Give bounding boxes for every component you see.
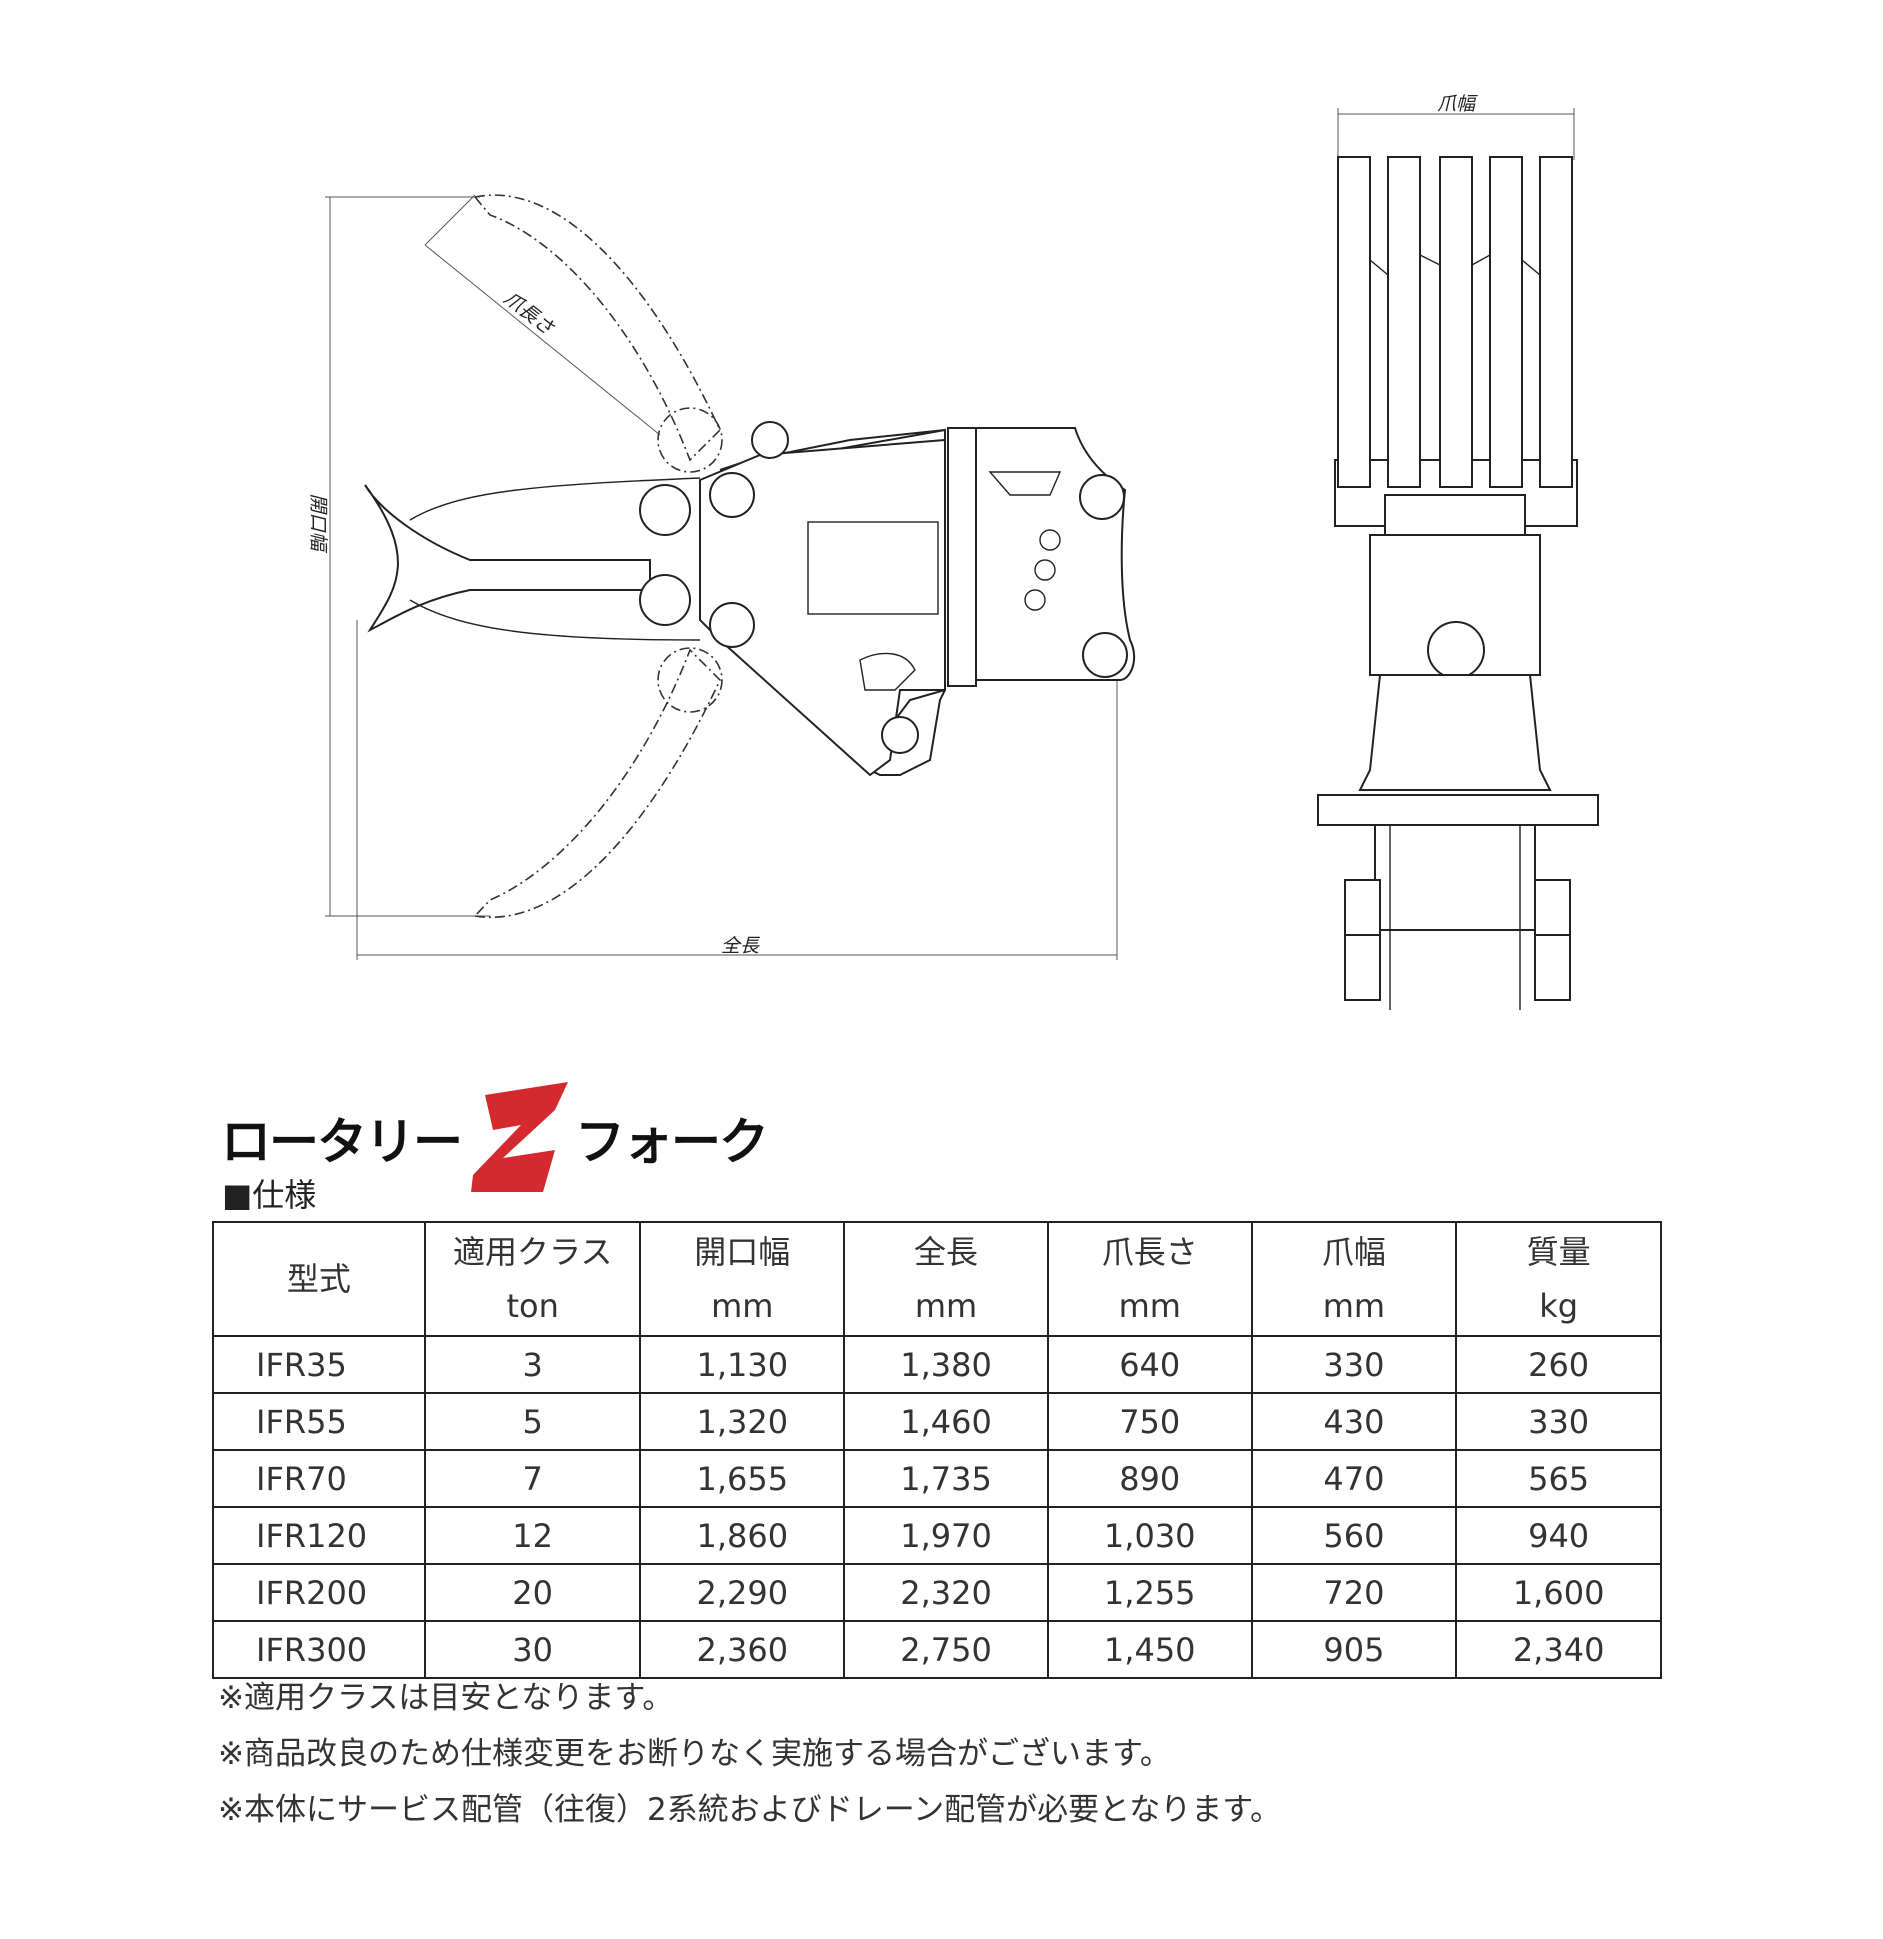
value-cell: 20 — [423, 1563, 642, 1622]
value-cell: 260 — [1455, 1335, 1662, 1394]
front-view — [1317, 156, 1599, 1010]
side-view — [364, 194, 1136, 919]
note: ※本体にサービス配管（往復）2系統およびドレーン配管が必要となります。 — [218, 1792, 1282, 1828]
model-cell: IFR70 — [212, 1449, 426, 1508]
value-cell: 330 — [1455, 1392, 1662, 1451]
model-cell: IFR200 — [212, 1563, 426, 1622]
value-cell: 470 — [1250, 1449, 1458, 1508]
notes: ※適用クラスは目安となります。 ※商品改良のため仕様変更をお断りなく実施する場合… — [218, 1678, 1281, 1846]
value-cell: 560 — [1250, 1506, 1458, 1565]
value-cell: 640 — [1046, 1335, 1253, 1394]
technical-drawing: 開口幅 全長 爪長さ 爪幅 — [307, 93, 1599, 1010]
value-cell: 3 — [423, 1335, 642, 1394]
model-cell: IFR35 — [212, 1335, 426, 1394]
value-cell: 430 — [1250, 1392, 1458, 1451]
dimension-tine-length: 爪長さ — [424, 194, 661, 436]
value-cell: 2,320 — [843, 1563, 1049, 1622]
value-cell: 1,130 — [639, 1335, 846, 1394]
value-cell: 2,750 — [843, 1620, 1049, 1679]
value-cell: 2,340 — [1455, 1620, 1662, 1679]
model-cell: IFR55 — [212, 1392, 426, 1451]
value-cell: 1,320 — [639, 1392, 846, 1451]
dimension-label: 爪長さ — [499, 287, 558, 340]
value-cell: 5 — [423, 1392, 642, 1451]
dimension-overall-length: 全長 — [356, 620, 1118, 960]
dimension-label: 開口幅 — [307, 493, 329, 553]
value-cell: 1,460 — [843, 1392, 1049, 1451]
value-cell: 1,735 — [843, 1449, 1049, 1508]
value-cell: 1,450 — [1046, 1620, 1253, 1679]
value-cell: 750 — [1046, 1392, 1253, 1451]
header-model: 型式 — [212, 1221, 426, 1337]
spec-heading: ■仕様 — [222, 1176, 317, 1214]
note: ※商品改良のため仕様変更をお断りなく実施する場合がございます。 — [218, 1736, 1171, 1772]
value-cell: 1,655 — [639, 1449, 846, 1508]
value-cell: 1,860 — [639, 1506, 846, 1565]
value-cell: 1,380 — [843, 1335, 1049, 1394]
value-cell: 12 — [423, 1506, 642, 1565]
product-title: ロータリー フォーク — [221, 1080, 769, 1195]
value-cell: 1,970 — [843, 1506, 1049, 1565]
dimension-tine-width: 爪幅 — [1337, 93, 1575, 160]
value-cell: 2,290 — [639, 1563, 846, 1622]
product-name-prefix: ロータリー — [221, 1112, 463, 1171]
value-cell: 905 — [1250, 1620, 1458, 1679]
dimension-label: 爪幅 — [1437, 93, 1478, 115]
value-cell: 940 — [1455, 1506, 1662, 1565]
value-cell: 2,360 — [639, 1620, 846, 1679]
value-cell: 7 — [423, 1449, 642, 1508]
value-cell: 1,255 — [1046, 1563, 1253, 1622]
value-cell: 720 — [1250, 1563, 1458, 1622]
dimension-label: 全長 — [721, 935, 760, 957]
value-cell: 30 — [423, 1620, 642, 1679]
value-cell: 890 — [1046, 1449, 1253, 1508]
value-cell: 1,030 — [1046, 1506, 1253, 1565]
product-name-suffix: フォーク — [575, 1112, 769, 1171]
value-cell: 565 — [1455, 1449, 1662, 1508]
dimension-opening-width: 開口幅 — [307, 196, 490, 917]
model-cell: IFR120 — [212, 1506, 426, 1565]
note: ※適用クラスは目安となります。 — [218, 1680, 674, 1716]
value-cell: 1,600 — [1455, 1563, 1662, 1622]
model-cell: IFR300 — [212, 1620, 426, 1679]
z-logo-icon — [471, 1082, 568, 1192]
value-cell: 330 — [1250, 1335, 1458, 1394]
